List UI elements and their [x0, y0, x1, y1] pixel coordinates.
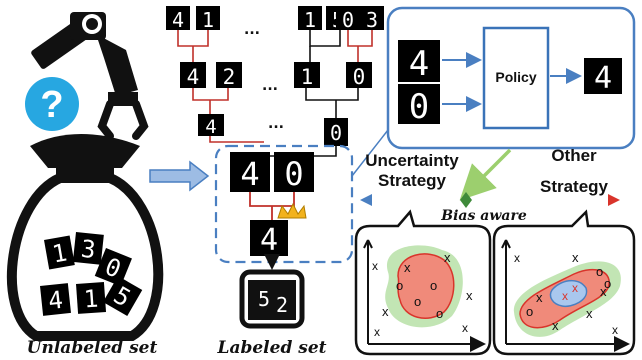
selected-winner-tile: 4 [250, 220, 288, 258]
policy-label: Policy [495, 69, 536, 85]
tree-lines [177, 30, 373, 157]
svg-text:4: 4 [47, 286, 64, 315]
svg-text:3: 3 [366, 8, 378, 32]
svg-text:x: x [382, 304, 389, 319]
bag-digit-tiles: 1 3 0 4 1 5 [40, 232, 143, 316]
svg-text:4: 4 [187, 65, 200, 89]
svg-text:5: 5 [258, 287, 270, 311]
bias-axis-right-arrowhead [608, 194, 620, 206]
labeled-set-icon: 5 2 [239, 269, 305, 329]
unlabeled-set-caption: Unlabeled set [27, 338, 158, 358]
svg-text:3: 3 [80, 235, 97, 264]
crown-icon [277, 202, 307, 219]
uncertainty-strategy-line2: Strategy [378, 171, 447, 190]
svg-text:0: 0 [342, 8, 354, 32]
tree-top-tiles: 4 1 1 5 0 3 [166, 6, 384, 32]
tree-ellipsis-mid: ... [262, 78, 278, 94]
other-scatter-markers: x x x x x o o o x x x x [514, 250, 618, 337]
uncertainty-scatter-plot [363, 239, 484, 344]
svg-text:0: 0 [284, 155, 303, 193]
svg-text:2: 2 [276, 293, 288, 317]
labeled-set-caption: Labeled set [217, 338, 327, 358]
svg-text:x: x [586, 306, 593, 321]
policy-output-tile: 4 [584, 58, 622, 96]
selection-tree-lines [249, 192, 295, 220]
svg-text:o: o [596, 264, 603, 279]
svg-text:4: 4 [205, 116, 216, 138]
svg-text:o: o [604, 276, 611, 291]
svg-text:o: o [526, 304, 533, 319]
policy-input-tiles: 4 0 [398, 40, 440, 127]
bias-axis-left-arrowhead [360, 194, 372, 206]
svg-text:4: 4 [409, 44, 429, 84]
svg-text:x: x [466, 288, 473, 303]
tree-ellipsis-top: ... [244, 22, 260, 38]
svg-text:0: 0 [330, 121, 342, 145]
svg-text:o: o [396, 278, 403, 293]
policy-to-bias-arrow [459, 148, 512, 201]
svg-text:?: ? [40, 84, 63, 126]
svg-text:x: x [572, 250, 579, 265]
question-mark-icon: ? [25, 77, 79, 131]
svg-text:x: x [374, 325, 380, 339]
svg-text:0: 0 [353, 65, 366, 89]
svg-text:4: 4 [240, 155, 259, 193]
tree-low-tiles: 4 0 [198, 114, 348, 146]
svg-text:x: x [536, 290, 543, 305]
svg-text:x: x [572, 281, 578, 295]
policy-callout-line [351, 129, 389, 177]
svg-text:4: 4 [172, 8, 184, 32]
svg-text:1: 1 [202, 8, 214, 32]
uncertainty-strategy-line1: Uncertainty [365, 151, 459, 170]
other-scatter-plot [501, 239, 628, 344]
policy-box [482, 26, 550, 130]
bias-aware-label: Bias aware [440, 208, 527, 224]
selection-dashed-box [214, 144, 354, 264]
svg-text:x: x [552, 318, 559, 333]
svg-text:1: 1 [304, 8, 316, 32]
svg-text:1: 1 [83, 285, 99, 314]
svg-text:x: x [612, 323, 618, 337]
svg-text:o: o [414, 294, 421, 309]
svg-text:4: 4 [260, 223, 278, 258]
other-strategy-line1: Other [551, 146, 597, 165]
selected-pair-tiles: 4 0 [230, 152, 314, 193]
svg-text:x: x [562, 289, 568, 303]
svg-text:1: 1 [301, 65, 314, 89]
svg-text:x: x [462, 321, 468, 335]
svg-text:o: o [436, 306, 443, 321]
svg-text:x: x [372, 259, 378, 273]
uncertainty-scatter-markers: x x x x o o o o x x x [372, 250, 473, 339]
svg-text:x: x [514, 251, 520, 265]
svg-text:0: 0 [409, 87, 429, 127]
other-strategy-line2: Strategy [540, 177, 609, 196]
svg-text:4: 4 [594, 61, 612, 96]
robot-arm-icon [31, 12, 149, 140]
bias-marker [460, 192, 472, 208]
svg-text:1: 1 [50, 238, 69, 268]
svg-text:x: x [600, 284, 607, 299]
svg-text:o: o [430, 278, 437, 293]
tree-mid-tiles: 4 2 1 0 [180, 62, 372, 89]
svg-text:x: x [404, 260, 411, 275]
tree-ellipsis-low: ... [268, 116, 284, 132]
svg-text:2: 2 [223, 65, 236, 89]
bag-to-selection-arrow [149, 160, 210, 192]
svg-text:x: x [444, 250, 451, 265]
